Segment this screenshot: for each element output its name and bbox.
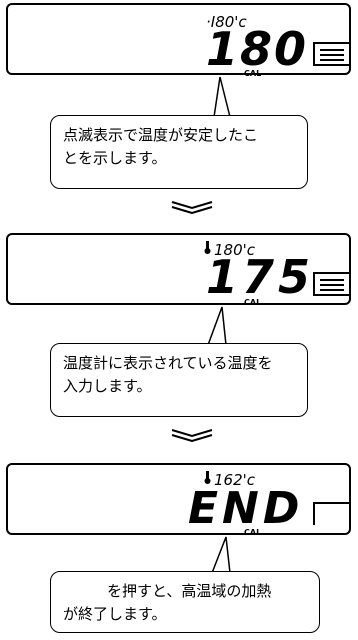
menu-key-icon (313, 42, 351, 66)
callout-pointer-1 (213, 76, 231, 118)
display-panel-2: 180'c 175 CAL (6, 233, 351, 307)
callout-pointer-3 (211, 536, 231, 574)
callout-2: 温度計に表示されている温度を 入力します。 (50, 343, 308, 417)
callout-3-line-1-text: を押すと、高温域の加熱 (107, 582, 272, 600)
top-readout-2: 180'c (214, 241, 256, 259)
callout-3-line-2: が終了します。 (63, 605, 167, 623)
callout-1-line-2: とを示します。 (63, 149, 167, 167)
lcd-display-1: ·I80'c 180 CAL (206, 13, 351, 77)
top-readout-1: ·I80'c (206, 13, 247, 31)
double-chevron-down-icon (171, 201, 213, 214)
cal-label-3: CAL (244, 528, 261, 537)
callout-pointer-2 (207, 306, 227, 346)
callout-1: 点滅表示で温度が安定したこ とを示します。 (50, 115, 308, 189)
double-chevron-down-icon (171, 429, 213, 442)
thermometer-icon (204, 471, 211, 484)
main-digits-2: 175 (206, 250, 314, 304)
cal-label-1: CAL (244, 69, 261, 77)
display-panel-3: 162'c END CAL (6, 463, 351, 537)
display-panel-1: ·I80'c 180 CAL (6, 3, 351, 77)
lcd-display-2: 180'c 175 CAL (204, 241, 351, 307)
main-digits-3: END (188, 483, 303, 534)
callout-2-line-2: 入力します。 (63, 377, 152, 395)
callout-1-line-1: 点滅表示で温度が安定したこ (63, 126, 259, 144)
blank-key-icon (313, 502, 351, 525)
top-readout-3: 162'c (214, 471, 256, 489)
menu-key-icon (313, 272, 351, 296)
callout-2-line-1: 温度計に表示されている温度を (63, 354, 273, 372)
callout-3: を押すと、高温域の加熱 が終了します。 (50, 571, 320, 633)
lcd-display-3: 162'c END CAL (188, 471, 351, 537)
thermometer-icon (204, 241, 211, 254)
main-digits-1: 180 (206, 22, 308, 76)
callout-3-line-1: を押すと、高温域の加熱 (63, 580, 309, 603)
cal-label-2: CAL (244, 298, 261, 307)
